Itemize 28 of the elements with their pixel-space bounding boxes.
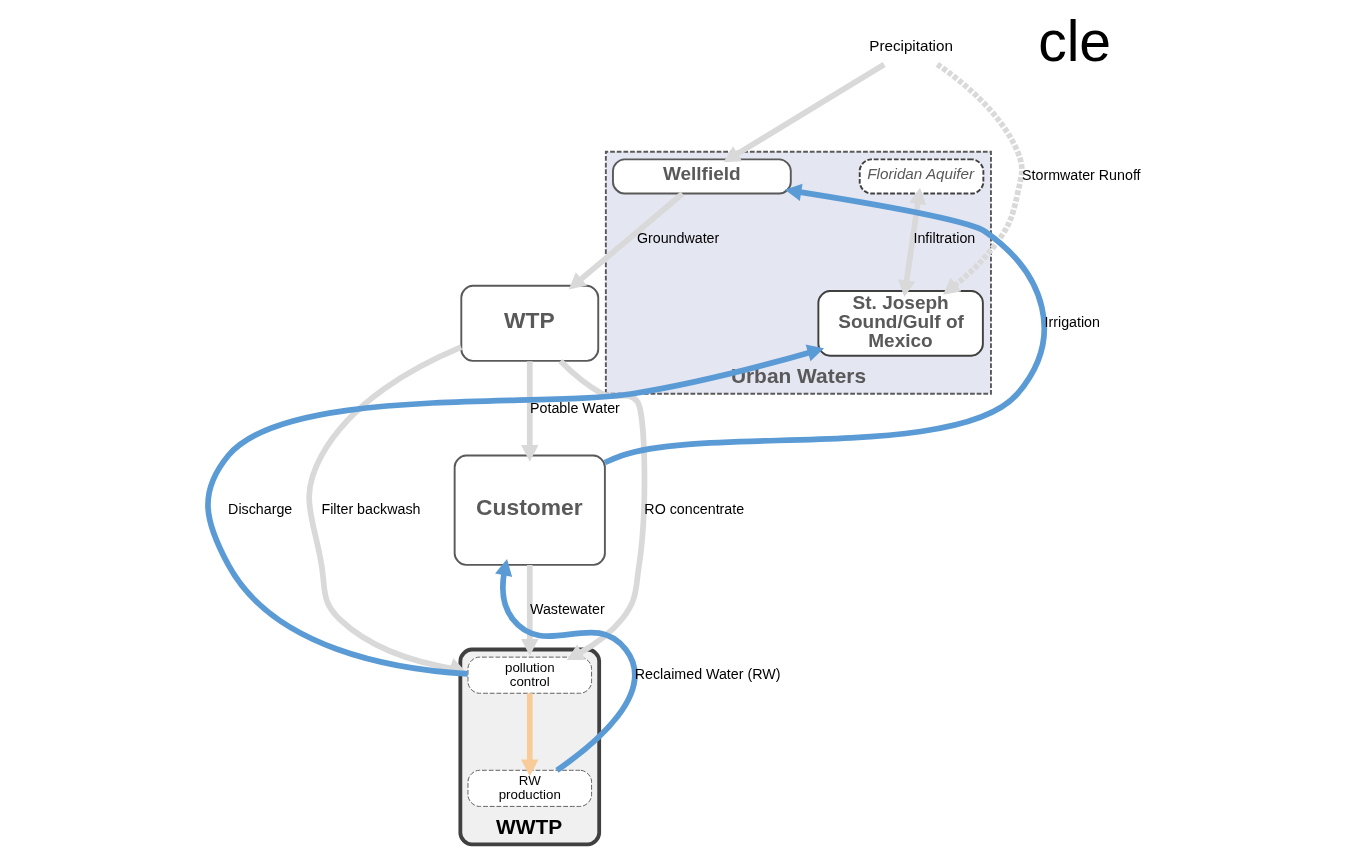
node-box: WTP <box>460 284 600 362</box>
arrow <box>723 62 886 163</box>
edge-label: Discharge <box>228 500 293 517</box>
arrow <box>521 361 539 462</box>
edge-label: Infiltration <box>913 230 976 247</box>
edge-label: Stormwater Runoff <box>1022 166 1141 183</box>
node-box: Floridan Aquifer <box>858 158 985 195</box>
node-box: St. Joseph Sound/Gulf of Mexico <box>817 290 984 357</box>
arrow <box>521 693 539 777</box>
arrow <box>521 565 539 656</box>
node-box: pollution control <box>467 656 593 694</box>
node-box: RW production <box>467 769 593 807</box>
node-box: Wellfield <box>612 158 792 195</box>
edge-label: Potable Water <box>530 399 620 416</box>
edge-label: Wastewater <box>529 601 605 618</box>
arrow <box>205 344 825 677</box>
arrow <box>558 359 648 660</box>
arrow <box>568 191 685 290</box>
arrow <box>935 62 1025 295</box>
arrow <box>603 183 1047 466</box>
arrow <box>898 187 927 297</box>
edge-label: RO concentrate <box>644 500 745 517</box>
edge-label: Groundwater <box>636 230 720 247</box>
arrow <box>495 558 638 773</box>
node-text: Precipitation <box>869 36 953 54</box>
label: cle <box>1038 9 1112 74</box>
edge-label: Filter backwash <box>321 500 421 517</box>
node-box: Customer <box>453 454 606 566</box>
